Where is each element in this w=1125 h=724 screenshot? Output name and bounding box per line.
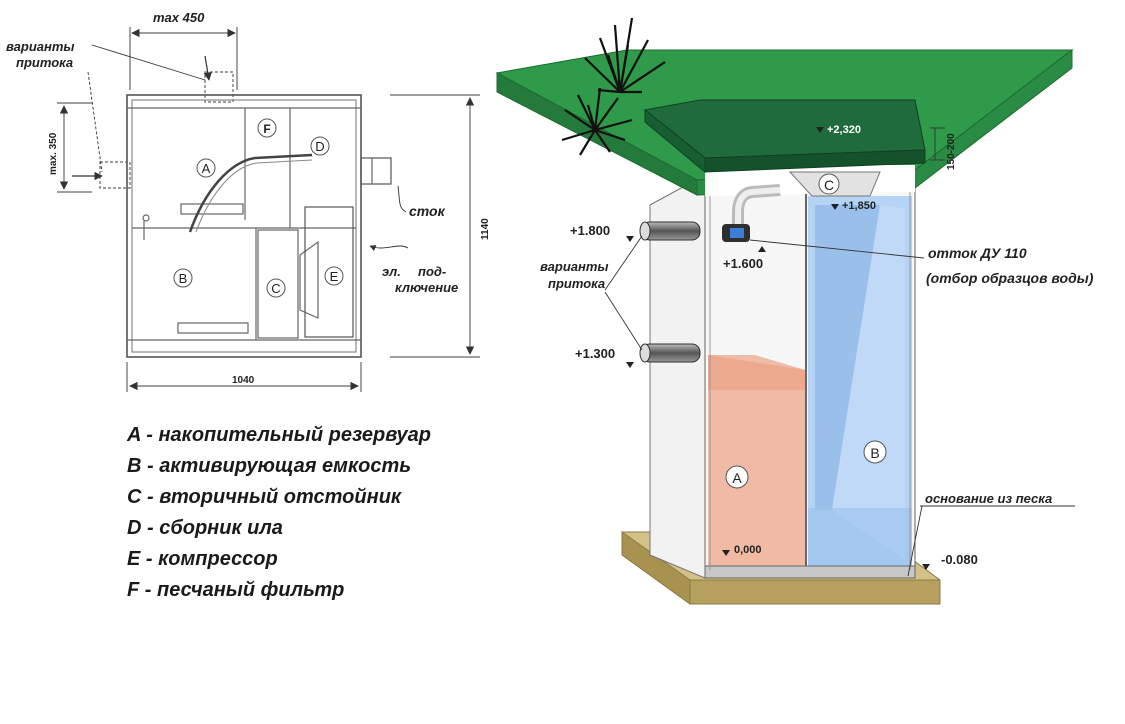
- bush-1: [584, 17, 666, 94]
- inflow-pipe-upper: [639, 221, 701, 241]
- section-inflow-label-2: притока: [548, 276, 605, 291]
- sand-base-label: основание из песка: [925, 491, 1052, 506]
- chamber-a-sludge: [708, 355, 805, 568]
- soil-depth-label: 150-200: [946, 133, 957, 170]
- bush-2: [561, 87, 633, 156]
- plan-stok-label: сток: [409, 203, 446, 219]
- legend-item-e: E - компрессор: [127, 548, 278, 570]
- level-1600: +1.600: [723, 256, 763, 271]
- plan-letter-f: F: [263, 122, 270, 136]
- plan-letter-d: D: [315, 139, 324, 154]
- plan-letter-e: E: [330, 269, 339, 284]
- outflow-label-1: отток ДУ 110: [928, 245, 1027, 261]
- plan-inflow-label-2: притока: [16, 55, 73, 70]
- outflow-label-2: (отбор образцов воды): [926, 270, 1094, 286]
- level-markers: [626, 127, 930, 570]
- legend-item-a: A - накопительный резервуар: [127, 424, 432, 446]
- level-zero: 0,000: [734, 544, 762, 556]
- outflow-pipe: [722, 184, 781, 242]
- plan-height-label: 1140: [480, 218, 491, 240]
- level-1850: +1,850: [842, 200, 876, 212]
- plan-inflow-label-1: варианты: [6, 39, 75, 54]
- plan-power-label-2: под-: [418, 264, 446, 279]
- tank-lid: [643, 99, 926, 174]
- level-minus: -0.080: [941, 552, 978, 567]
- legend-item-b: B - активирующая емкость: [127, 455, 412, 477]
- plan-width-label: 1040: [232, 375, 255, 386]
- legend-item-f: F - песчаный фильтр: [127, 579, 345, 601]
- level-1800: +1.800: [570, 223, 610, 238]
- plan-power-label-1: эл.: [382, 264, 401, 279]
- level-top: +2,320: [827, 124, 861, 136]
- plan-power-label-3: ключение: [395, 280, 458, 295]
- plan-letter-a: A: [202, 161, 211, 176]
- section-letter-a: A: [732, 470, 742, 486]
- section-inflow-label-1: варианты: [540, 259, 609, 274]
- section-letter-c: C: [824, 177, 834, 193]
- plan-letters: A F D B C E: [173, 118, 344, 298]
- plan-max350-label: max. 350: [48, 132, 59, 175]
- legend-item-d: D - сборник ила: [127, 517, 283, 539]
- plan-max450-label: max 450: [153, 10, 205, 25]
- level-1300: +1.300: [575, 346, 615, 361]
- section-letter-b: B: [870, 445, 879, 461]
- legend-item-c: C - вторичный отстойник: [127, 486, 402, 508]
- plan-letter-c: C: [271, 281, 280, 296]
- plan-drawing: [57, 27, 480, 392]
- plan-letter-b: B: [179, 271, 188, 286]
- section-leaders: [604, 127, 1075, 577]
- inflow-pipe-lower: [639, 343, 701, 363]
